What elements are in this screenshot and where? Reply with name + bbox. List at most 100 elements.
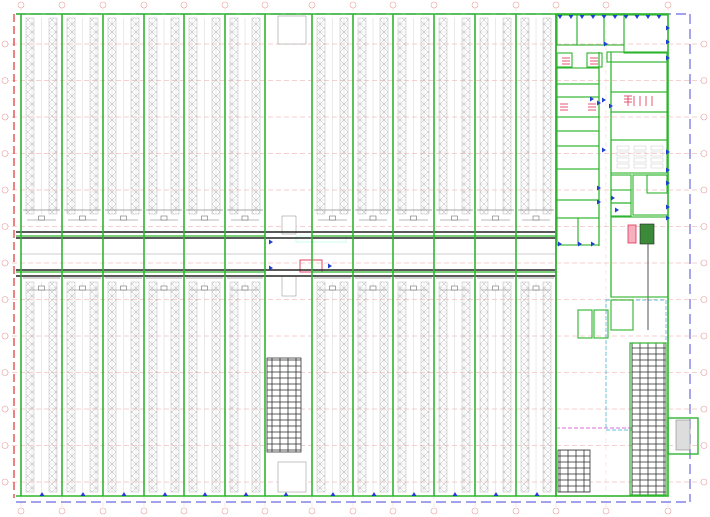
desk bbox=[650, 151, 664, 157]
room bbox=[610, 202, 632, 217]
rack-column bbox=[229, 17, 239, 215]
rack-bays bbox=[23, 15, 691, 496]
rack-column bbox=[148, 281, 158, 493]
room bbox=[610, 61, 668, 93]
dock-marker bbox=[79, 215, 86, 221]
door-icon bbox=[623, 15, 629, 19]
axis-bubble bbox=[140, 1, 148, 9]
room bbox=[610, 174, 632, 204]
axis-bubble bbox=[430, 507, 438, 515]
dock-marker bbox=[410, 285, 417, 291]
axis-bubble bbox=[58, 507, 66, 515]
desk bbox=[650, 163, 664, 169]
room bbox=[556, 116, 600, 132]
axis-bubble bbox=[1, 77, 9, 84]
rack-column bbox=[251, 281, 261, 493]
axis-bubble bbox=[700, 442, 708, 449]
axis-bubble bbox=[700, 478, 708, 486]
room bbox=[556, 67, 600, 85]
dock-marker bbox=[201, 285, 208, 291]
door-icon bbox=[371, 492, 377, 496]
axis-bubble bbox=[221, 1, 229, 9]
axis-bubble bbox=[430, 1, 438, 9]
axis-bubble bbox=[261, 507, 269, 515]
door-icon bbox=[411, 492, 417, 496]
rack-column bbox=[211, 281, 221, 493]
dock-marker bbox=[410, 215, 417, 221]
door-icon bbox=[666, 167, 670, 173]
rack-column bbox=[479, 17, 489, 215]
equipment-red bbox=[627, 224, 637, 244]
storage-grid bbox=[557, 449, 591, 493]
door-icon bbox=[269, 239, 273, 245]
annex-outline bbox=[667, 417, 699, 455]
dock-marker bbox=[201, 215, 208, 221]
axis-bubble bbox=[664, 507, 672, 515]
axis-bubble bbox=[700, 259, 708, 267]
axis-bubble bbox=[308, 507, 316, 515]
axis-bubble bbox=[1, 186, 9, 194]
desk bbox=[633, 163, 647, 169]
rack-column bbox=[316, 281, 326, 493]
door-icon bbox=[604, 41, 608, 47]
rack-column bbox=[229, 281, 239, 493]
door-icon bbox=[601, 15, 607, 19]
axis-bubble bbox=[700, 186, 708, 194]
room bbox=[556, 145, 600, 170]
door-icon bbox=[243, 492, 249, 496]
axis-bubble bbox=[1, 405, 9, 413]
rack-column bbox=[379, 281, 389, 493]
room bbox=[556, 52, 573, 68]
wall-room bbox=[629, 342, 667, 496]
rack-column bbox=[251, 17, 261, 215]
desk bbox=[650, 157, 664, 163]
rack-column bbox=[397, 17, 407, 215]
room bbox=[632, 174, 669, 216]
room bbox=[610, 299, 634, 331]
equipment-red bbox=[299, 259, 323, 273]
door-icon bbox=[80, 492, 86, 496]
axis-bubble bbox=[17, 507, 25, 515]
room bbox=[556, 168, 600, 201]
axis-bubble bbox=[58, 1, 66, 9]
rack-column bbox=[188, 281, 198, 493]
rack-column bbox=[25, 17, 35, 215]
desk bbox=[633, 145, 647, 151]
door-icon bbox=[557, 15, 563, 19]
room bbox=[556, 217, 579, 246]
desk bbox=[650, 145, 664, 151]
door-icon bbox=[666, 25, 670, 31]
rack-column bbox=[542, 281, 552, 493]
rack-column bbox=[397, 281, 407, 493]
dock-marker bbox=[451, 215, 458, 221]
door-icon bbox=[666, 204, 670, 210]
rack-column bbox=[89, 281, 99, 493]
rack-column bbox=[520, 17, 530, 215]
room-box bbox=[281, 275, 297, 297]
door-icon bbox=[666, 180, 670, 186]
door-icon bbox=[39, 492, 45, 496]
axis-bubble bbox=[664, 1, 672, 9]
door-icon bbox=[602, 147, 606, 153]
axis-bubble bbox=[99, 1, 107, 9]
door-icon bbox=[579, 15, 585, 19]
rack-column bbox=[170, 17, 180, 215]
axis-bubble bbox=[389, 1, 397, 9]
axis-bubble bbox=[99, 507, 107, 515]
axis-bubble bbox=[221, 507, 229, 515]
dock-marker bbox=[120, 215, 127, 221]
door-icon bbox=[162, 492, 168, 496]
rack-column bbox=[461, 281, 471, 493]
door-icon bbox=[591, 241, 595, 247]
dock-marker bbox=[241, 285, 249, 291]
rack-column bbox=[170, 281, 180, 493]
rack-column bbox=[438, 281, 448, 493]
room bbox=[576, 14, 605, 46]
room bbox=[603, 14, 625, 46]
axis-bubble bbox=[1, 478, 9, 486]
axis-bubble bbox=[700, 40, 708, 48]
door-icon bbox=[666, 149, 670, 155]
rack-column bbox=[48, 17, 58, 215]
storage-grid bbox=[266, 357, 302, 453]
